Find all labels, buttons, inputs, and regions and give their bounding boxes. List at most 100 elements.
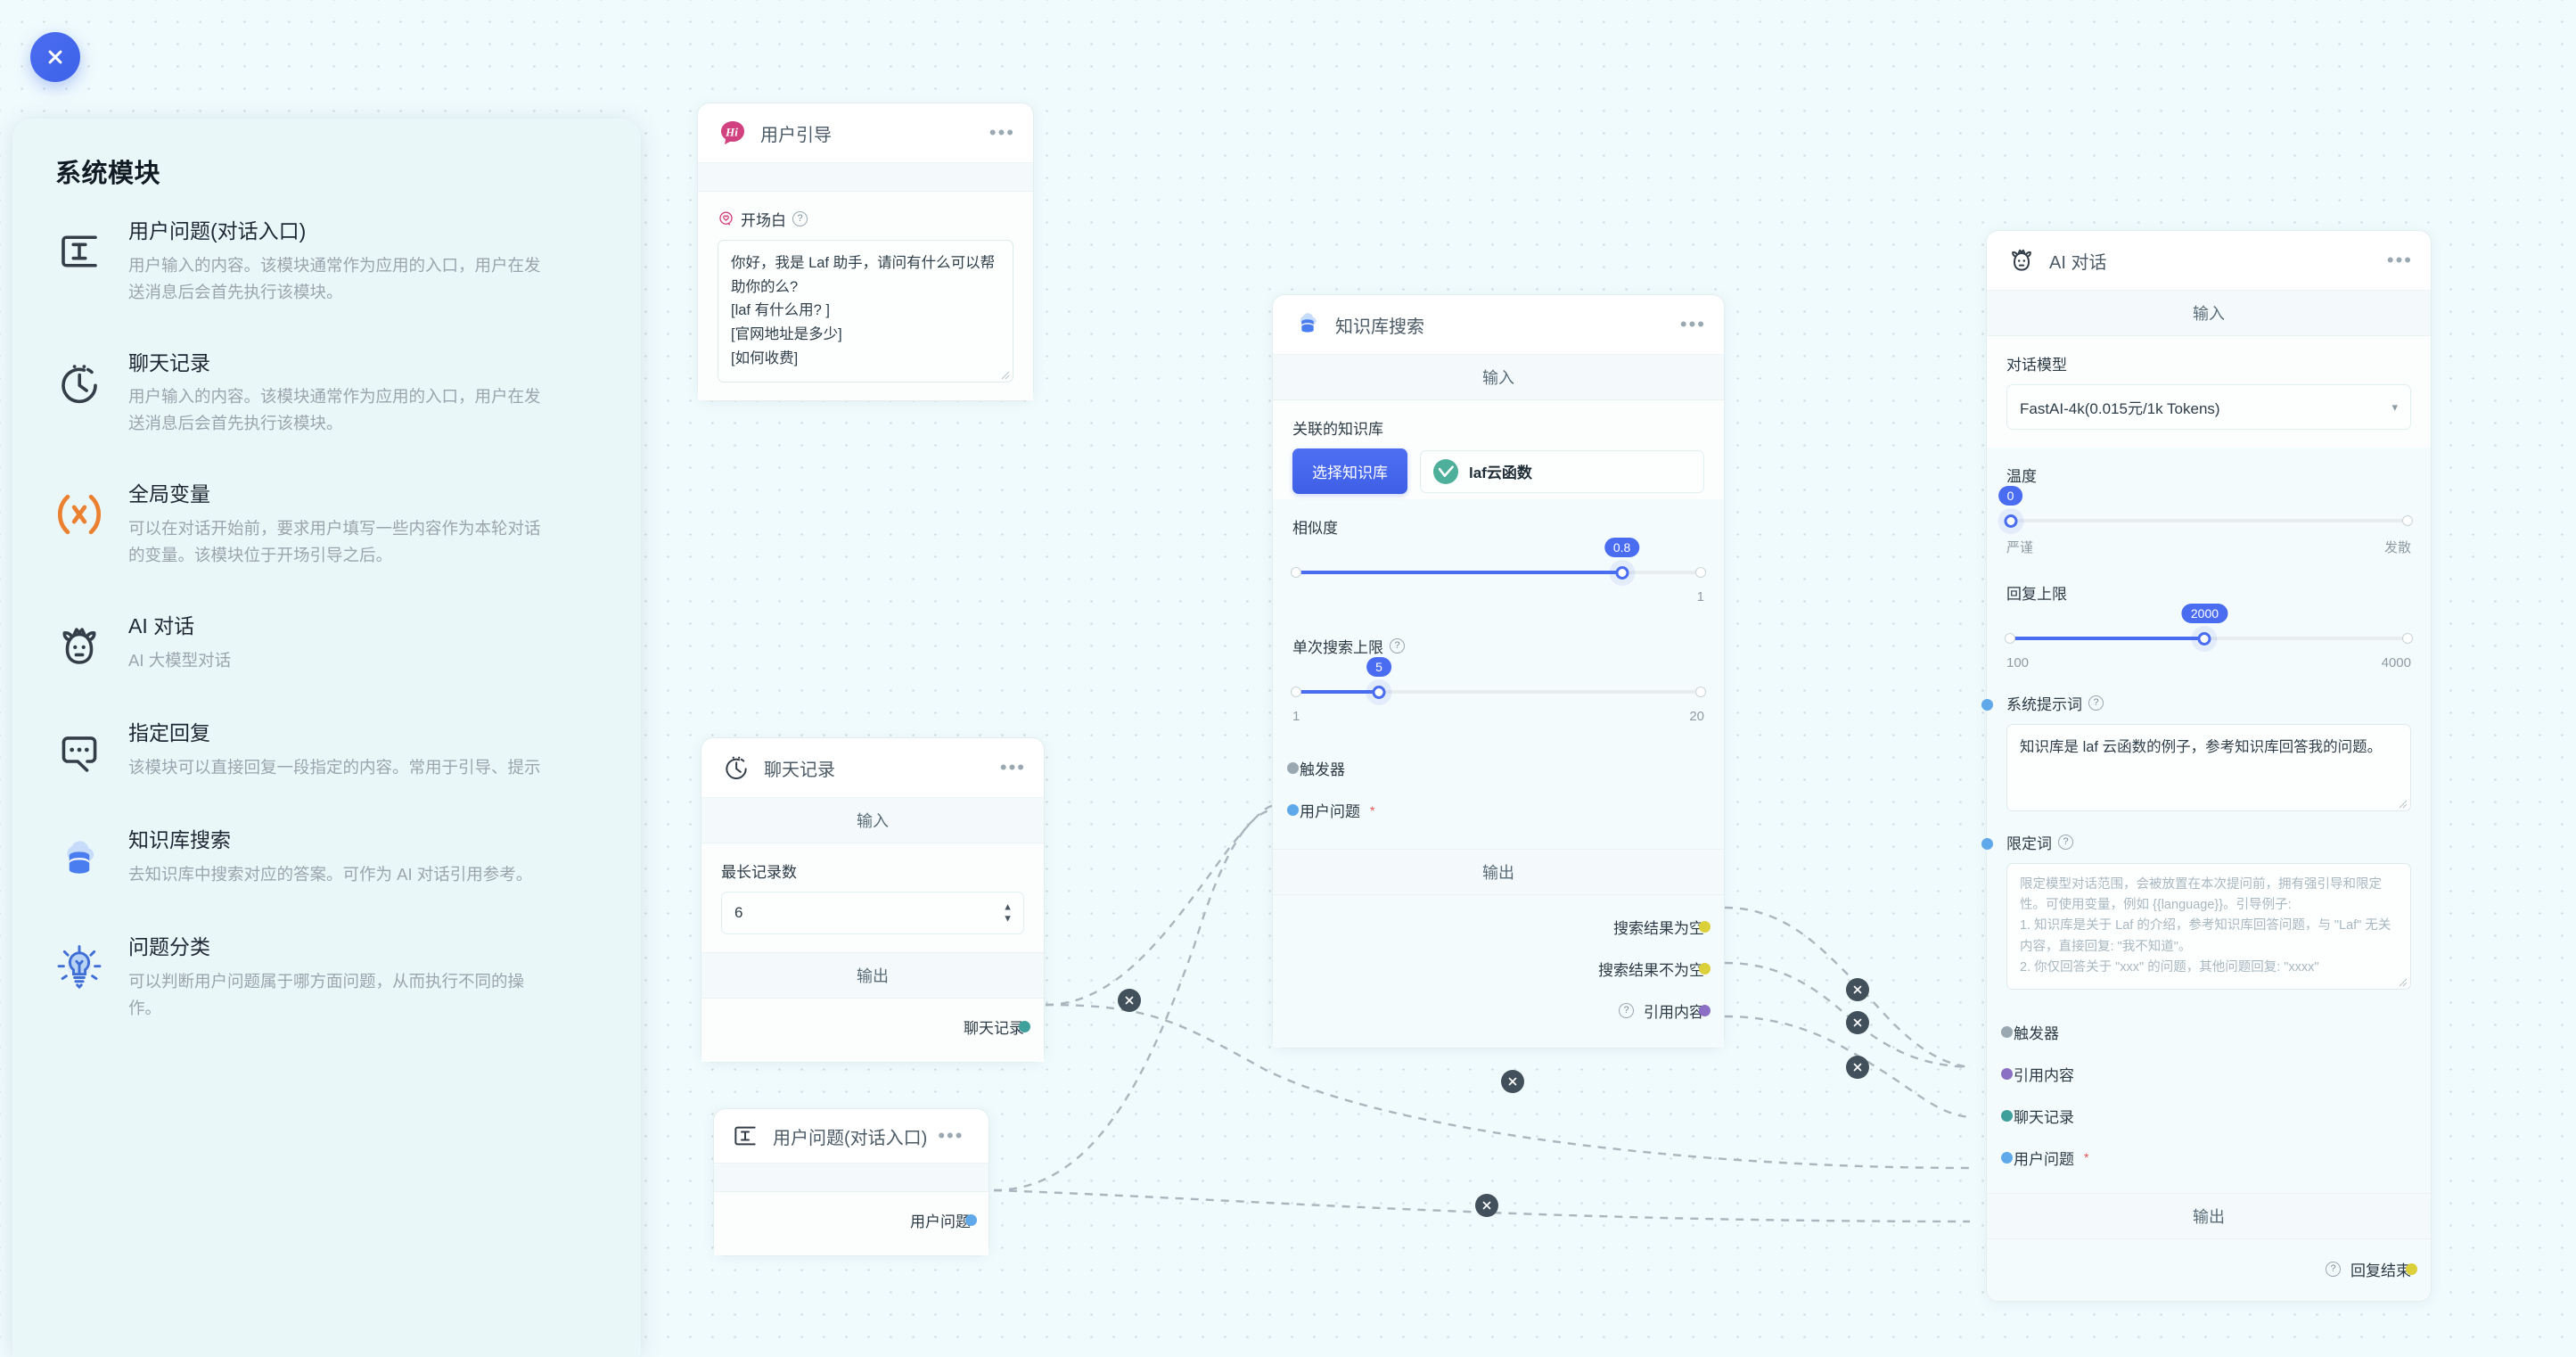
question-icon[interactable]: ? (2326, 1261, 2341, 1277)
node-title: 用户引导 (760, 125, 832, 145)
system-prompt-textarea[interactable]: 知识库是 laf 云函数的例子，参考知识库回答我的问题。 (2006, 724, 2411, 811)
question-icon[interactable]: ? (2088, 695, 2104, 711)
node-menu-button[interactable]: ••• (989, 121, 1015, 144)
edge-delete-button[interactable] (1118, 989, 1141, 1012)
module-item-global-variable[interactable]: 全局变量 可以在对话开始前，要求用户填写一些内容作为本轮对话的变量。该模块位于开… (50, 478, 609, 569)
output-port-user-question[interactable]: 用户问题 (732, 1199, 977, 1241)
input-port-chat-history[interactable]: 聊天记录 (2000, 1095, 2411, 1137)
port-handle[interactable] (2000, 1151, 2013, 1164)
port-handle-system-prompt[interactable] (1981, 699, 1993, 711)
slider-max-handle (2402, 515, 2413, 526)
dataset-tag-laf[interactable]: laf云函数 (1420, 449, 1704, 493)
question-icon[interactable]: ? (2058, 835, 2073, 850)
search-limit-label-text: 单次搜索上限 (1292, 639, 1383, 656)
module-title: 用户问题(对话入口) (128, 219, 307, 243)
slider-thumb[interactable] (1615, 566, 1629, 580)
module-item-chat-history[interactable]: 聊天记录 用户输入的内容。该模块通常作为应用的入口，用户在发送消息后会首先执行该… (50, 347, 609, 438)
edge-delete-button[interactable] (1475, 1194, 1498, 1217)
qualifier-textarea[interactable]: 限定模型对话范围，会被放置在本次提问前，拥有强引导和限定性。可使用变量，例如 {… (2006, 863, 2411, 990)
temperature-min: 严谨 (2006, 540, 2034, 555)
output-port-label: 搜索结果为空 (1613, 920, 1704, 937)
question-icon[interactable]: ? (1390, 638, 1405, 654)
port-handle[interactable] (1698, 963, 1710, 975)
stepper-down-icon[interactable]: ▼ (1003, 913, 1013, 925)
temperature-slider[interactable]: 0 (1998, 486, 2413, 532)
question-icon[interactable]: ? (1619, 1003, 1634, 1018)
input-port-trigger[interactable]: 触发器 (2000, 1011, 2411, 1053)
input-port-trigger[interactable]: 触发器 (1286, 747, 1704, 789)
similarity-slider[interactable]: 0.8 (1291, 538, 1706, 584)
stepper-up-icon[interactable]: ▲ (1003, 901, 1013, 913)
port-handle[interactable] (2000, 1025, 2013, 1038)
question-icon[interactable]: ? (792, 211, 808, 226)
node-dataset-search[interactable]: 知识库搜索 ••• 输入 关联的知识库 选择知识库 laf云函数 相似度 (1272, 294, 1725, 1049)
max-records-label: 最长记录数 (721, 864, 797, 881)
node-menu-button[interactable]: ••• (1679, 313, 1706, 335)
model-select[interactable]: FastAI-4k(0.015元/1k Tokens) ▾ (2006, 384, 2411, 430)
node-user-question[interactable]: 用户问题(对话入口) ••• 用户问题 (713, 1108, 989, 1256)
module-item-dataset-search[interactable]: 知识库搜索 去知识库中搜索对应的答案。可作为 AI 对话引用参考。 (50, 824, 609, 890)
output-port-nonempty-result[interactable]: 搜索结果不为空 (1292, 948, 1710, 990)
edge-delete-button[interactable] (1846, 1011, 1869, 1034)
search-limit-slider[interactable]: 5 (1291, 657, 1706, 703)
module-item-question-classify[interactable]: 问题分类 可以判断用户问题属于哪方面问题，从而执行不同的操作。 (50, 931, 609, 1022)
module-item-ai-chat[interactable]: AI 对话 AI 大模型对话 (50, 610, 609, 676)
heart-bubble-icon (719, 211, 733, 226)
module-title: 全局变量 (128, 482, 210, 506)
opening-statement-textarea[interactable]: 你好，我是 Laf 助手，请问有什么可以帮助你的么? [laf 有什么用? ] … (718, 240, 1013, 382)
close-panel-button[interactable] (30, 32, 80, 82)
node-menu-button[interactable]: ••• (2386, 249, 2413, 271)
resize-grip-icon[interactable] (2397, 976, 2408, 987)
input-port-user-question[interactable]: 用户问题* (1286, 789, 1704, 831)
edge-delete-button[interactable] (1846, 978, 1869, 1001)
max-tokens-max: 4000 (2381, 655, 2411, 670)
input-port-quote-content[interactable]: 引用内容 (2000, 1053, 2411, 1095)
node-menu-button[interactable]: ••• (938, 1124, 964, 1147)
module-desc: 用户输入的内容。该模块通常作为应用的入口，用户在发送消息后会首先执行该模块。 (128, 387, 541, 433)
output-port-empty-result[interactable]: 搜索结果为空 (1292, 906, 1710, 948)
module-item-specified-reply[interactable]: 指定回复 该模块可以直接回复一段指定的内容。常用于引导、提示 (50, 717, 609, 783)
model-selected-value: FastAI-4k(0.015元/1k Tokens) (2020, 400, 2220, 417)
resize-grip-icon[interactable] (999, 369, 1010, 380)
search-limit-label: 单次搜索上限 ? (1292, 635, 1704, 657)
node-header[interactable]: Hi 用户引导 ••• (698, 103, 1033, 163)
node-menu-button[interactable]: ••• (999, 756, 1026, 778)
output-port-chat-history[interactable]: 聊天记录 (721, 1006, 1030, 1048)
port-handle[interactable] (1018, 1021, 1030, 1032)
resize-grip-icon[interactable] (2397, 798, 2408, 809)
output-port-quote-content[interactable]: ? 引用内容 (1292, 990, 1710, 1032)
slider-thumb[interactable] (2197, 632, 2211, 646)
port-handle[interactable] (2000, 1109, 2013, 1122)
port-handle[interactable] (1286, 762, 1299, 774)
node-chat-history[interactable]: 聊天记录 ••• 输入 最长记录数 6 ▲ ▼ 输出 聊天记录 (701, 737, 1045, 1063)
slider-thumb[interactable] (1372, 686, 1386, 699)
module-item-user-question[interactable]: 用户问题(对话入口) 用户输入的内容。该模块通常作为应用的入口，用户在发送消息后… (50, 215, 609, 306)
port-handle[interactable] (964, 1214, 977, 1226)
max-records-stepper[interactable]: 6 ▲ ▼ (721, 892, 1024, 934)
search-limit-range: 1 20 (1292, 709, 1704, 724)
node-user-guide[interactable]: Hi 用户引导 ••• 开场白 ? 你好，我是 Laf 助手，请问有什么可以帮助… (697, 103, 1034, 401)
port-handle-qualifier[interactable] (1981, 838, 1993, 850)
node-ai-chat[interactable]: AI 对话 ••• 输入 对话模型 FastAI-4k(0.015元/1k To… (1981, 230, 2432, 1302)
dataset-tag-label: laf云函数 (1469, 465, 1532, 481)
edge-delete-button[interactable] (1501, 1070, 1524, 1093)
node-header[interactable]: AI 对话 ••• (1987, 231, 2431, 291)
node-header[interactable]: 知识库搜索 ••• (1273, 295, 1724, 355)
edge-delete-button[interactable] (1846, 1056, 1869, 1079)
output-port-reply-finished[interactable]: ? 回复结束 (2006, 1248, 2417, 1290)
port-handle[interactable] (1698, 1005, 1710, 1016)
port-handle[interactable] (2405, 1262, 2417, 1275)
port-handle[interactable] (1698, 921, 1710, 933)
stepper-arrows[interactable]: ▲ ▼ (1003, 901, 1013, 925)
port-handle[interactable] (1286, 804, 1299, 816)
select-dataset-button[interactable]: 选择知识库 (1292, 448, 1407, 494)
output-port-label: 用户问题 (910, 1213, 971, 1230)
node-header[interactable]: 用户问题(对话入口) ••• (714, 1109, 989, 1164)
max-tokens-slider[interactable]: 2000 (2005, 604, 2413, 650)
input-port-user-question[interactable]: 用户问题* (2000, 1137, 2411, 1179)
slider-max-handle (1695, 567, 1706, 578)
port-handle[interactable] (2000, 1067, 2013, 1080)
node-header[interactable]: 聊天记录 ••• (701, 738, 1044, 798)
slider-thumb[interactable] (2004, 514, 2018, 528)
